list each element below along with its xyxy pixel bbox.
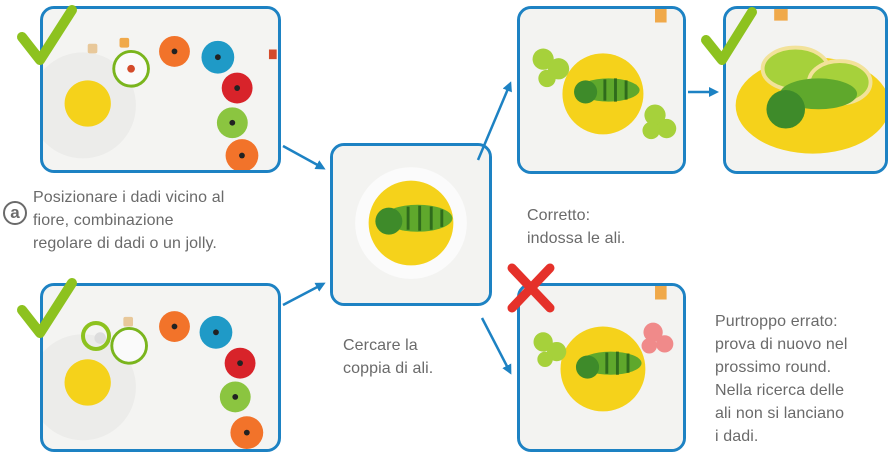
caption-line: i dadi. (715, 425, 848, 448)
caption-dice-placement: Posizionare i dadi vicino al fiore, comb… (33, 186, 224, 255)
caption-line: indossa le ali. (527, 227, 625, 250)
badge-label: a (10, 204, 19, 222)
caption-line: Nella ricerca delle (715, 379, 848, 402)
caption-line: Purtroppo errato: (715, 310, 848, 333)
caption-line: ali non si lanciano (715, 402, 848, 425)
photo-dice-top (40, 6, 281, 173)
caption-line: Corretto: (527, 204, 625, 227)
caterpillar-wrong-wings-illustration (520, 286, 683, 449)
caption-line: Posizionare i dadi vicino al (33, 186, 224, 209)
caterpillar-with-wings-illustration (520, 9, 683, 171)
caption-line: Cercare la (343, 334, 433, 357)
arrow-icon (482, 318, 510, 372)
photo-caterpillar-center (330, 143, 492, 306)
caption-line: coppia di ali. (343, 357, 433, 380)
caption-wrong: Purtroppo errato: prova di nuovo nel pro… (715, 310, 848, 448)
dice-track-illustration-top (43, 9, 278, 170)
caterpillar-illustration-center (333, 146, 489, 303)
butterfly-illustration (726, 9, 885, 171)
caption-search-wings: Cercare la coppia di ali. (343, 334, 433, 380)
photo-caterpillar-wings-wrong (517, 283, 686, 452)
caption-line: fiore, combinazione (33, 209, 224, 232)
caption-line: prossimo round. (715, 356, 848, 379)
caption-line: prova di nuovo nel (715, 333, 848, 356)
arrow-icon (283, 146, 323, 168)
arrow-icon (283, 284, 323, 305)
photo-dice-bottom (40, 283, 281, 452)
photo-caterpillar-wings-result (723, 6, 888, 174)
photo-caterpillar-wings-correct (517, 6, 686, 174)
caption-correct: Corretto: indossa le ali. (527, 204, 625, 250)
letter-a-badge-icon: a (3, 201, 27, 225)
dice-track-illustration-bottom (43, 286, 278, 449)
caption-line: regolare di dadi o un jolly. (33, 232, 224, 255)
